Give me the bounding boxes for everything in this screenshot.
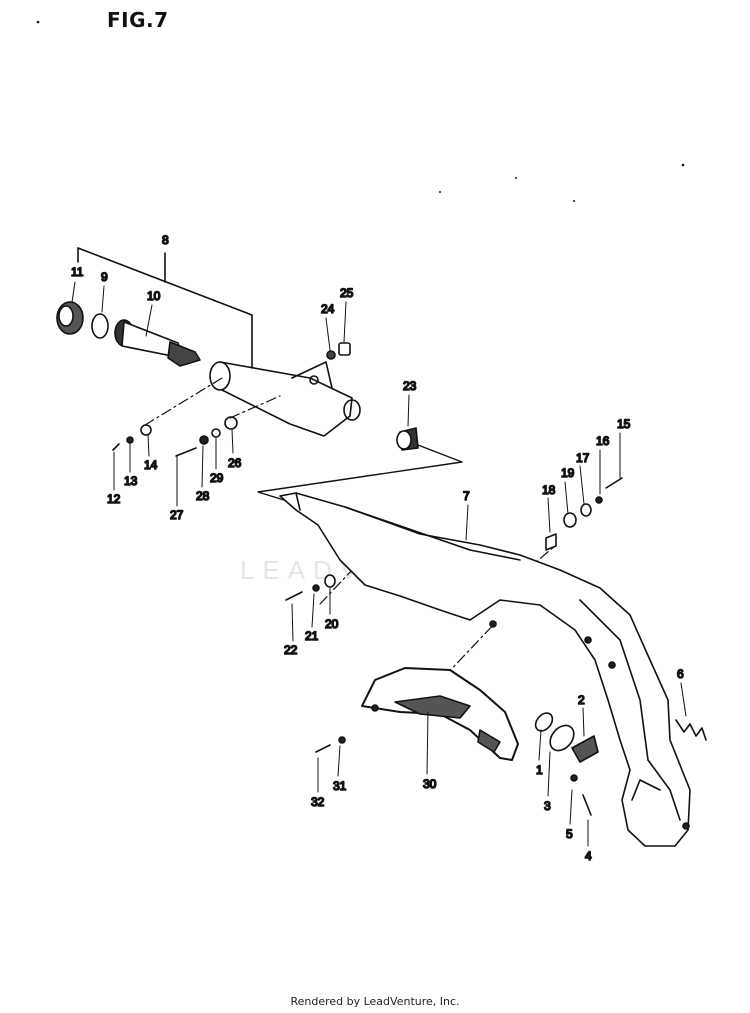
part-11-seal [56,301,84,335]
callout-24: 24 [321,302,335,316]
label-leaders [71,281,687,847]
part-30-heat-shield [361,667,519,761]
exhaust-gaskets [534,712,599,763]
callout-11: 11 [71,265,84,279]
scan-specks [36,20,685,202]
callout-23: 23 [403,379,417,393]
callout-14: 14 [144,458,158,472]
callout-31: 31 [333,779,347,793]
callout-29: 29 [210,471,224,485]
callout-15: 15 [617,417,631,431]
callout-32: 32 [311,795,325,809]
callout-9: 9 [101,270,108,284]
silencer-body [209,361,361,437]
callout-8: 8 [162,233,169,247]
part-10-core [114,319,201,367]
callout-16: 16 [596,434,610,448]
callout-25: 25 [340,286,354,300]
callout-1: 1 [536,763,543,777]
callout-21: 21 [305,629,319,643]
part-6-spring [675,719,707,741]
figure-title: FIG.7 [107,8,169,32]
callout-6: 6 [677,667,684,681]
callout-3: 3 [544,799,551,813]
callout-22: 22 [284,643,298,657]
pipe-fasteners [285,477,623,816]
callout-5: 5 [566,827,573,841]
callout-26: 26 [228,456,242,470]
assembly-8-bracket [77,247,253,369]
callout-18: 18 [542,483,556,497]
callout-labels: 1 2 3 4 5 6 7 8 9 10 11 12 13 14 15 16 1… [70,232,685,864]
callout-28: 28 [196,489,210,503]
callout-7: 7 [463,489,470,503]
callout-17: 17 [576,451,590,465]
part-7-expansion-chamber [279,492,691,847]
callout-13: 13 [124,474,138,488]
callout-27: 27 [170,508,184,522]
callout-19: 19 [561,466,575,480]
footer-credit: Rendered by LeadVenture, Inc. [290,995,460,1008]
callout-2: 2 [578,693,585,707]
callout-30: 30 [423,777,437,791]
part-9-o-ring [91,313,109,339]
callout-4: 4 [585,849,592,863]
callout-12: 12 [107,492,121,506]
callout-20: 20 [325,617,339,631]
silencer-fasteners [112,342,419,457]
callout-10: 10 [147,289,161,303]
connector-line [257,439,463,506]
